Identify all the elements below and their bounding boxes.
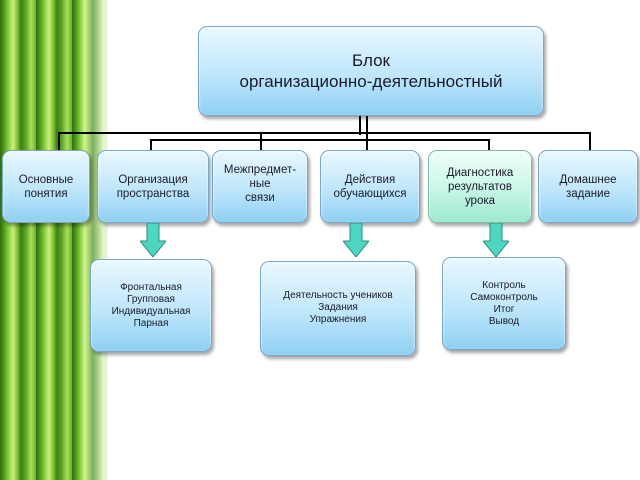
connector-drop-basic <box>58 132 60 152</box>
down-arrow-icon <box>343 223 369 257</box>
connector-drop-space <box>150 139 152 152</box>
category-space-organization: Организация пространства <box>97 150 209 223</box>
detail-lesson-diagnostics-text: Контроль Самоконтроль Итог Вывод <box>470 279 538 327</box>
title-text: Блок организационно-деятельностный <box>239 51 503 91</box>
connector-drop-intersubject <box>260 132 262 152</box>
category-intersubject-links: Межпредмет- ные связи <box>212 150 308 223</box>
detail-student-actions-text: Деятельность учеников Задания Упражнения <box>283 290 393 325</box>
category-student-actions-label: Действия обучающихся <box>333 173 407 200</box>
category-homework: Домашнее задание <box>538 150 638 223</box>
detail-space-organization: Фронтальная Групповая Индивидуальная Пар… <box>90 259 212 352</box>
down-arrow-icon <box>140 223 166 257</box>
category-intersubject-links-label: Межпредмет- ные связи <box>223 164 297 204</box>
detail-space-organization-text: Фронтальная Групповая Индивидуальная Пар… <box>111 281 191 329</box>
connector-title-down-2 <box>366 115 368 140</box>
title-box: Блок организационно-деятельностный <box>198 26 544 116</box>
category-lesson-diagnostics: Диагностика результатов урока <box>428 150 532 223</box>
band-fade <box>60 0 108 480</box>
down-arrow-icon <box>483 223 509 257</box>
category-basic-concepts: Основные понятия <box>2 150 90 223</box>
category-homework-label: Домашнее задание <box>559 174 617 200</box>
category-lesson-diagnostics-label: Диагностика результатов урока <box>446 166 514 207</box>
category-basic-concepts-label: Основные понятия <box>18 173 74 200</box>
detail-lesson-diagnostics: Контроль Самоконтроль Итог Вывод <box>442 257 566 350</box>
connector-drop-homework <box>589 132 591 152</box>
connector-drop-diagnostics <box>488 139 490 152</box>
category-student-actions: Действия обучающихся <box>320 150 420 223</box>
connector-horizontal-1 <box>58 132 591 134</box>
connector-horizontal-2 <box>150 139 490 141</box>
connector-drop-actions <box>366 139 368 152</box>
category-space-organization-label: Организация пространства <box>116 173 190 200</box>
connector-title-down-1 <box>359 115 361 135</box>
detail-student-actions: Деятельность учеников Задания Упражнения <box>260 261 416 356</box>
